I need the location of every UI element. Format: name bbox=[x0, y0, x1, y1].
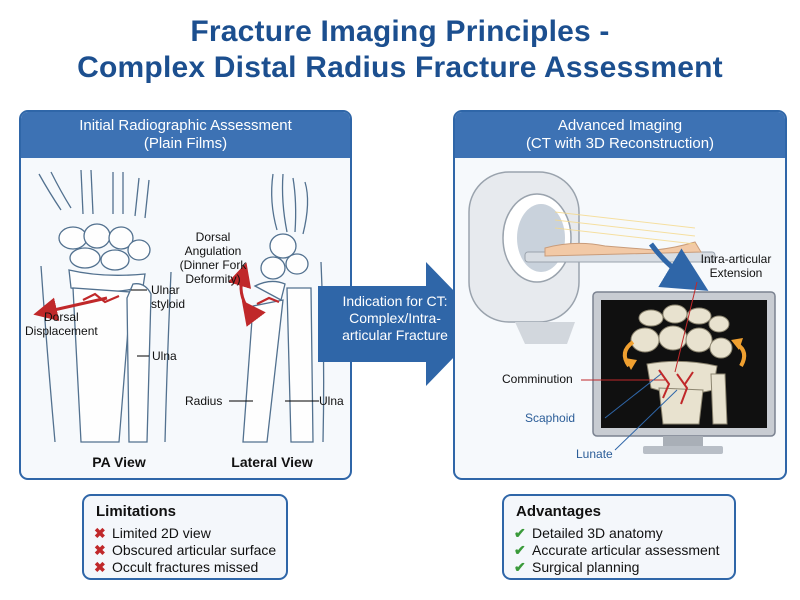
list-item: ✖ Obscured articular surface bbox=[94, 542, 276, 559]
list-item: ✔ Accurate articular assessment bbox=[514, 542, 720, 559]
check-icon: ✔ bbox=[514, 525, 526, 541]
plain-films-header: Initial Radiographic Assessment (Plain F… bbox=[21, 112, 350, 158]
limitations-title: Limitations bbox=[96, 503, 177, 520]
dorsal-displacement-line-2: Displacement bbox=[25, 324, 98, 338]
advantage-text: Accurate articular assessment bbox=[532, 542, 720, 558]
ct-fracture-lines bbox=[658, 369, 694, 405]
lateral-view-label: Lateral View bbox=[231, 454, 313, 470]
ulnar-styloid-line-1: Ulnar bbox=[151, 283, 180, 297]
advantage-text: Detailed 3D anatomy bbox=[532, 525, 663, 541]
title-line-2: Complex Distal Radius Fracture Assessmen… bbox=[77, 51, 723, 84]
ct-indication-arrow bbox=[318, 262, 486, 386]
check-icon: ✔ bbox=[514, 542, 526, 558]
list-item: ✖ Limited 2D view bbox=[94, 525, 276, 542]
dorsal-angulation-line-3: (Dinner Fork bbox=[179, 258, 247, 272]
lunate-label: Lunate bbox=[576, 447, 613, 461]
pa-fracture-line bbox=[82, 292, 120, 304]
ct-header-line-2: (CT with 3D Reconstruction) bbox=[525, 135, 715, 152]
ct-indication-line-3: articular Fracture bbox=[342, 327, 448, 343]
radius-label: Radius bbox=[185, 394, 223, 408]
page-title: Fracture Imaging Principles - Complex Di… bbox=[0, 14, 800, 86]
ct-header: Advanced Imaging (CT with 3D Reconstruct… bbox=[455, 112, 785, 158]
ulnar-styloid-line-2: styloid bbox=[151, 297, 186, 311]
list-item: ✔ Surgical planning bbox=[514, 559, 720, 576]
limitations-list: ✖ Limited 2D view ✖ Obscured articular sur… bbox=[94, 525, 276, 576]
advantages-box: Advantages ✔ Detailed 3D anatomy ✔ Accurat… bbox=[502, 494, 736, 580]
ct-indication-line-2: Complex/Intra- bbox=[349, 310, 441, 326]
title-line-1: Fracture Imaging Principles - bbox=[190, 15, 610, 48]
ulna-pa-label: Ulna bbox=[152, 349, 177, 363]
intra-articular-line-1: Intra-articular bbox=[700, 252, 772, 266]
ct-header-line-1: Advanced Imaging bbox=[557, 117, 683, 134]
x-icon: ✖ bbox=[94, 542, 106, 558]
limitations-box: Limitations ✖ Limited 2D view ✖ Obscured a… bbox=[82, 494, 288, 580]
plain-films-panel: Initial Radiographic Assessment (Plain F… bbox=[19, 110, 352, 480]
list-item: ✔ Detailed 3D anatomy bbox=[514, 525, 720, 542]
scaphoid-label: Scaphoid bbox=[525, 411, 576, 425]
advantages-list: ✔ Detailed 3D anatomy ✔ Accurate articular… bbox=[514, 525, 720, 576]
3d-wrist-render bbox=[630, 304, 733, 425]
plain-films-header-line-1: Initial Radiographic Assessment bbox=[79, 117, 292, 134]
ulnar-styloid-label: Ulnar styloid bbox=[151, 283, 185, 311]
ct-scanner-icon bbox=[468, 171, 716, 344]
dorsal-angulation-label: Dorsal Angulation (Dinner Fork Deformity… bbox=[171, 230, 255, 286]
dorsal-angulation-line-2: Angulation bbox=[184, 244, 242, 258]
ct-indication-text: Indication for CT: Complex/Intra- articu… bbox=[330, 293, 460, 344]
dorsal-displacement-label: Dorsal Displacement bbox=[25, 310, 98, 338]
limitation-text: Limited 2D view bbox=[112, 525, 211, 541]
list-item: ✖ Occult fractures missed bbox=[94, 559, 276, 576]
plain-films-header-line-2: (Plain Films) bbox=[143, 135, 228, 152]
comminution-label: Comminution bbox=[502, 372, 573, 386]
xray-illustration bbox=[33, 169, 325, 443]
lateral-view-wrist-drawing bbox=[242, 173, 325, 443]
ct-illustration bbox=[468, 171, 776, 454]
pa-view-label: PA View bbox=[92, 454, 146, 470]
intra-articular-line-2: Extension bbox=[709, 266, 763, 280]
check-icon: ✔ bbox=[514, 559, 526, 575]
dorsal-displacement-arrow bbox=[33, 296, 108, 322]
limitation-text: Obscured articular surface bbox=[112, 542, 277, 558]
advantage-text: Surgical planning bbox=[532, 559, 640, 575]
dorsal-angulation-line-4: Deformity) bbox=[185, 272, 241, 286]
dorsal-displacement-line-1: Dorsal bbox=[44, 310, 79, 324]
pa-view-wrist-drawing bbox=[38, 169, 172, 443]
x-icon: ✖ bbox=[94, 559, 106, 575]
scan-flow-arrow bbox=[648, 242, 709, 291]
intra-articular-label: Intra-articular Extension bbox=[691, 252, 781, 280]
ct-panel: Advanced Imaging (CT with 3D Reconstruct… bbox=[453, 110, 787, 480]
dorsal-angulation-arrow bbox=[228, 262, 266, 327]
advantages-title: Advantages bbox=[516, 503, 602, 520]
ulna-lateral-label: Ulna bbox=[319, 394, 344, 408]
ct-indication-line-1: Indication for CT: bbox=[342, 293, 448, 309]
limitation-text: Occult fractures missed bbox=[112, 559, 259, 575]
rotate-left-arrow bbox=[622, 340, 635, 368]
dorsal-angulation-line-1: Dorsal bbox=[195, 230, 231, 244]
x-icon: ✖ bbox=[94, 525, 106, 541]
